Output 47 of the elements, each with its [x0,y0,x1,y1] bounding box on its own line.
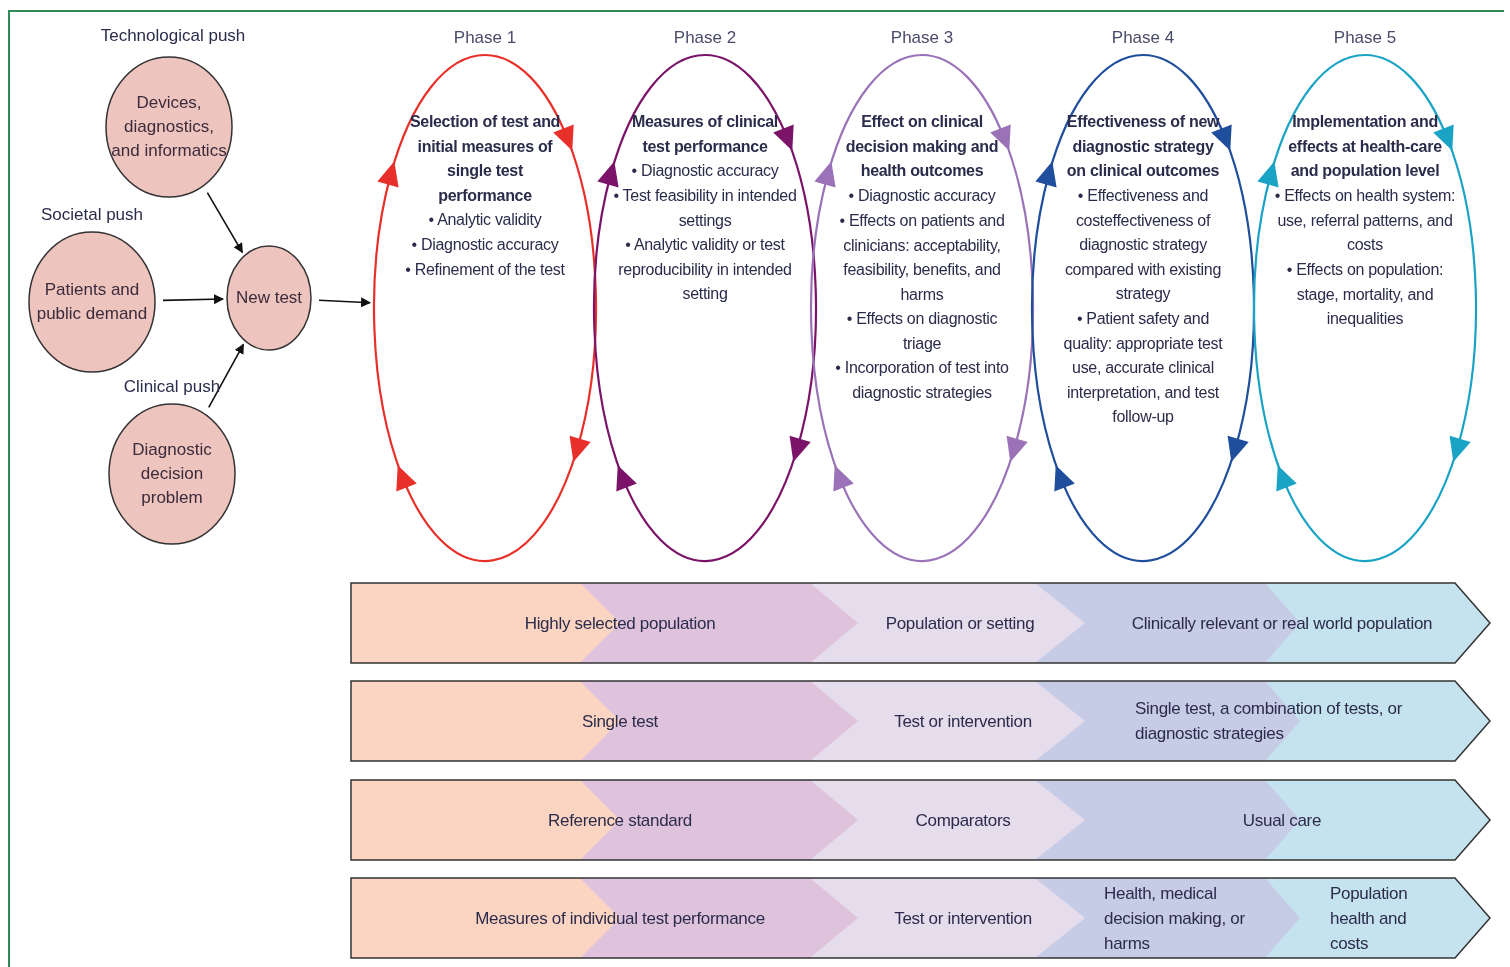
bullet-item: • Incorporation of test into diagnostic strategies [834,358,1010,403]
bullet-item: • Analytic validity or test reproducibility in intended setting [617,235,793,304]
arrow [206,191,244,254]
band-text: Usual care [1242,809,1322,832]
push-label: Societal push [39,205,145,225]
bullet-item: • Test feasibility in intended settings [613,186,797,231]
bullet-item: • Analytic validity [427,210,543,230]
bullet-item: • Effects on health system: use, referral patterns, and costs [1273,186,1457,255]
circle-text: Diagnostic decision problem [131,439,213,509]
circle-text: New test [234,287,304,309]
band-text: Single test, a combination of tests, or diagnostic strategies [1135,698,1404,745]
bullet-item: • Diagnostic accuracy [410,235,560,255]
band-text: Single test [581,710,659,733]
band-text: Health, medical decision making, or harms [1104,882,1246,955]
phase-label: Phase 4 [1110,28,1176,48]
phase-heading: Selection of test and initial measures of single test performance [408,112,562,206]
band-text: Test or intervention [894,710,1032,733]
phase-heading: Implementation and effects at health-care and population level [1287,112,1443,181]
band-text: Test or intervention [894,907,1032,930]
band-text: Clinically relevant or real world population [1131,612,1433,635]
band-text: Measures of individual test performance [475,907,765,930]
arrow [207,343,245,409]
push-label: Clinical push [122,377,222,397]
bullet-item: • Refinement of the test [404,260,566,280]
push-label: Technological push [99,26,247,46]
band-text: Reference standard [548,809,692,832]
phase-label: Phase 1 [452,28,518,48]
phase-heading: Effect on clinical decision making and health outcomes [844,112,1000,181]
bullet-item: • Effects on diagnostic triage [845,309,999,354]
band-text: Comparators [915,809,1011,832]
bullet-item: • Effects on patients and clinicians: acceptability, feasibility, benefits, and harms [838,211,1006,305]
bullet-item: • Diagnostic accuracy [847,186,997,206]
band-text: Highly selected population [524,612,716,635]
circle-text: Patients and public demand [35,279,149,325]
phase-label: Phase 5 [1332,28,1398,48]
phase-heading: Measures of clinical test performance [630,112,780,157]
arrow [318,297,372,308]
bullet-item: • Effects on population: stage, mortality, and inequalities [1285,260,1445,329]
arrow [162,294,224,305]
phase-label: Phase 3 [889,28,955,48]
band-text: Population health and costs [1330,882,1409,955]
band-text: Population or setting [885,612,1035,635]
circle-text: Devices, diagnostics, and informatics [110,92,228,162]
phase-label: Phase 2 [672,28,738,48]
bullet-item: • Diagnostic accuracy [630,161,780,181]
bullet-item: • Patient safety and quality: appropriate test use, accurate clinical interpretation, and test follow-up [1062,309,1224,427]
bullet-item: • Effectiveness and costeffectiveness of diagnostic strategy compared with existing strategy [1063,186,1223,304]
